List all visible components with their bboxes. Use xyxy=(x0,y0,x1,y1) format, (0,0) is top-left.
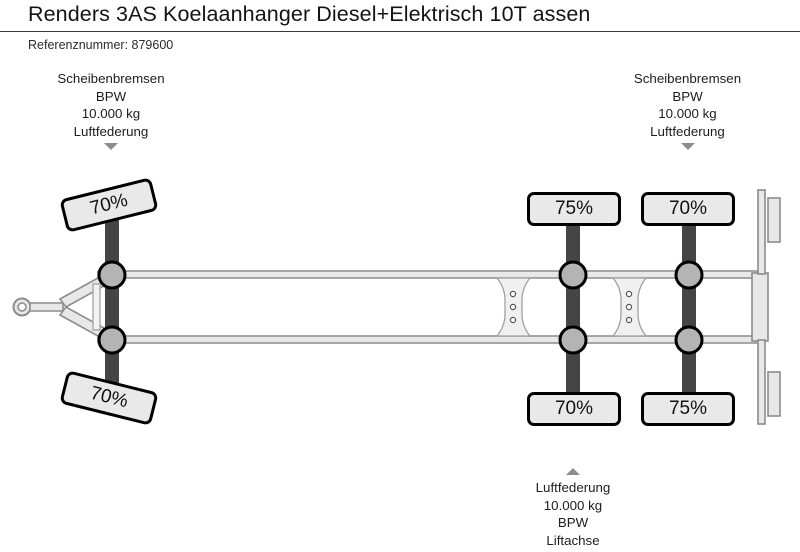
axle-bar-middle xyxy=(566,215,580,400)
crossmember-hole xyxy=(625,290,633,298)
crossmember-hole xyxy=(509,303,517,311)
drawbar-shaft xyxy=(29,302,64,312)
tyre-badge-middle-top: 75% xyxy=(527,192,621,226)
coupling-eye-inner xyxy=(17,302,27,312)
annotation-front-line-4: Luftfederung xyxy=(73,123,149,139)
annotation-front-line-3: 10.000 kg xyxy=(81,106,141,122)
chassis-rails xyxy=(97,270,759,344)
chassis-rail-bottom xyxy=(97,335,759,344)
tyre-badge-middle-bottom: 70% xyxy=(527,392,621,426)
annotation-bottom-line-4: Liftachse xyxy=(546,532,600,548)
wheel-hub-front-top xyxy=(97,260,127,290)
triangle-down-icon xyxy=(680,143,695,151)
rear-crossbeam xyxy=(751,272,769,342)
annotation-front-axle: Scheibenbremsen BPW 10.000 kg Luftfederu… xyxy=(16,70,206,151)
annotation-rear-line-3: 10.000 kg xyxy=(658,106,717,122)
annotation-front-line-2: BPW xyxy=(95,88,127,104)
tyre-badge-rear-bottom: 75% xyxy=(641,392,735,426)
rear-bumper-upper xyxy=(767,197,781,243)
crossmember-hole xyxy=(509,290,517,298)
page-title: Renders 3AS Koelaanhanger Diesel+Elektri… xyxy=(28,2,591,26)
axle-middle xyxy=(558,215,588,400)
wheel-hub-middle-top xyxy=(558,260,588,290)
axle-rear xyxy=(674,215,704,400)
title-divider xyxy=(0,31,800,32)
axle-front xyxy=(97,212,127,402)
crossmember-hole xyxy=(625,303,633,311)
annotation-rear-line-1: Scheibenbremsen xyxy=(633,71,742,86)
rear-structure xyxy=(751,189,781,425)
wheel-hub-rear-bottom xyxy=(674,325,704,355)
drawbar-web xyxy=(92,283,101,331)
annotation-bottom-line-3: BPW xyxy=(557,515,589,531)
axle-bar-front xyxy=(105,212,119,402)
crossmember-group xyxy=(495,277,648,337)
tyre-badge-rear-top: 70% xyxy=(641,192,735,226)
triangle-up-icon xyxy=(566,468,580,475)
rear-post-lower xyxy=(757,339,766,425)
wheel-hub-front-bottom xyxy=(97,325,127,355)
annotation-rear-line-4: Luftfederung xyxy=(650,123,725,139)
annotation-bottom-line-1: Luftfederung xyxy=(535,480,611,495)
wheel-hub-middle-bottom xyxy=(558,325,588,355)
rear-post-upper xyxy=(757,189,766,275)
chassis-rail-top xyxy=(97,270,759,279)
annotation-front-line-1: Scheibenbremsen xyxy=(57,71,165,86)
annotation-bottom-axle: Luftfederung 10.000 kg BPW Liftachse xyxy=(478,468,668,549)
crossmember-hole xyxy=(625,316,633,324)
axle-bar-rear xyxy=(682,215,696,400)
reference-number: Referenznummer: 879600 xyxy=(28,38,174,52)
triangle-down-icon xyxy=(104,143,118,151)
rear-bumper-lower xyxy=(767,371,781,417)
crossmember-hole xyxy=(509,316,517,324)
annotation-rear-axle: Scheibenbremsen BPW 10.000 kg Luftfederu… xyxy=(590,70,785,151)
wheel-hub-rear-top xyxy=(674,260,704,290)
annotation-rear-line-2: BPW xyxy=(672,88,703,104)
annotation-bottom-line-2: 10.000 kg xyxy=(543,497,603,513)
